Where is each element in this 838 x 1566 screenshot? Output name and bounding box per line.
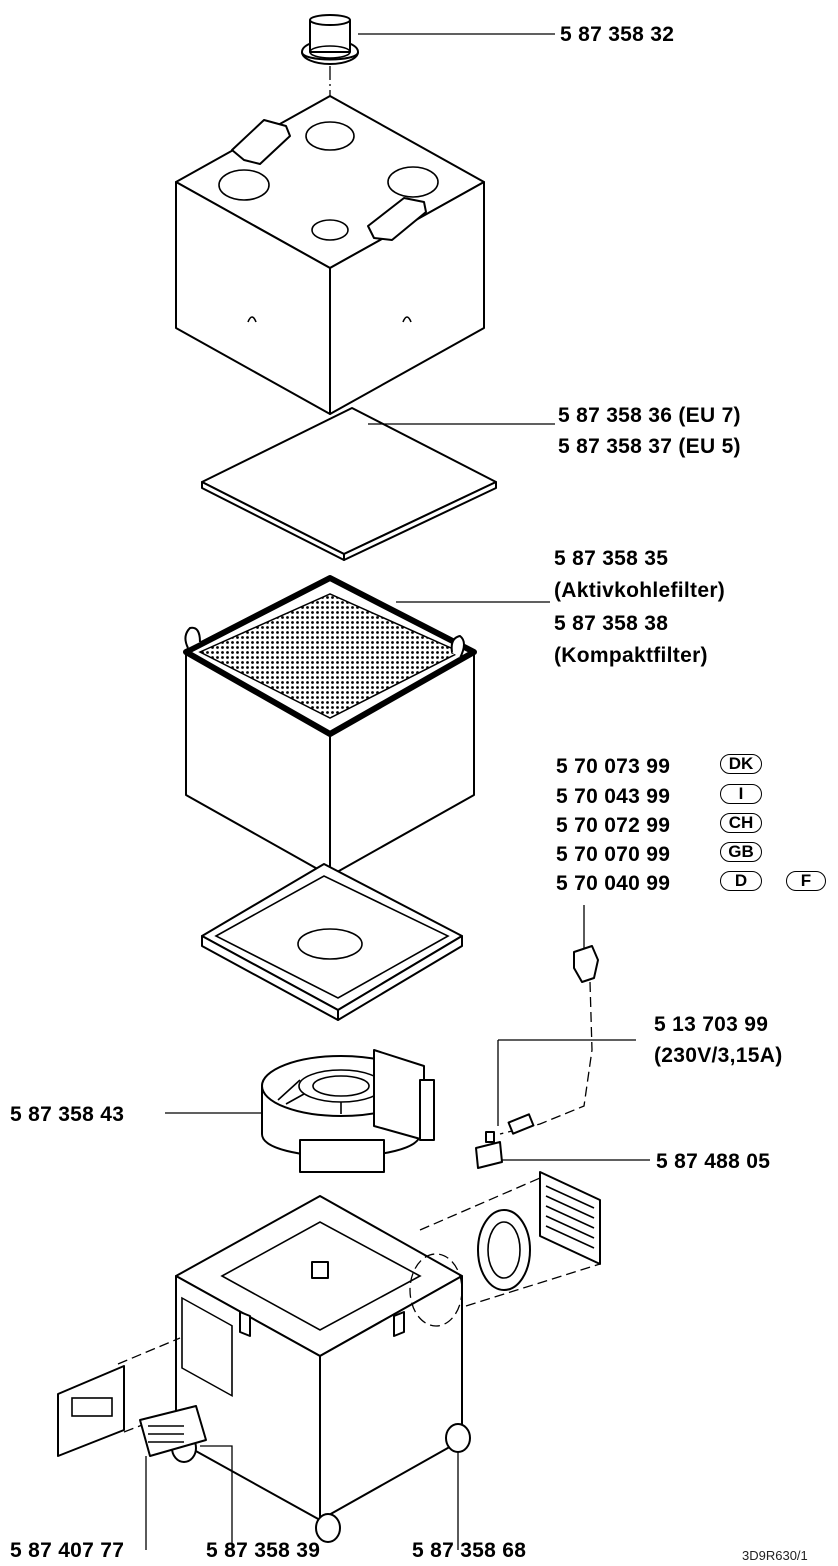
exhaust-grille-drawing xyxy=(409,1171,601,1327)
label-cable-spec: (230V/3,15A) xyxy=(654,1044,783,1067)
label-plug-number: 5 70 043 99 xyxy=(556,785,671,808)
main-filter-drawing xyxy=(183,575,477,877)
fan-unit-drawing xyxy=(261,1049,435,1173)
country-badge: I xyxy=(720,784,762,804)
switch-drawing xyxy=(475,1131,503,1169)
label-castor: 5 87 358 68 xyxy=(412,1539,527,1562)
country-badge: F xyxy=(786,871,826,891)
label-prefilter-eu5: 5 87 358 37 (EU 5) xyxy=(558,435,741,458)
duct-adapter-drawing xyxy=(301,14,359,65)
label-filter-a-name: (Aktivkohlefilter) xyxy=(554,579,726,602)
label-filter-b-name: (Kompaktfilter) xyxy=(554,644,708,667)
country-badge: CH xyxy=(720,813,762,833)
label-prefilter-eu7: 5 87 358 36 (EU 7) xyxy=(558,404,741,427)
label-electronics: 5 87 358 39 xyxy=(206,1539,321,1562)
label-filter-b-number: 5 87 358 38 xyxy=(554,612,669,635)
label-filter-a-number: 5 87 358 35 xyxy=(554,547,669,570)
prefilter-plate-drawing xyxy=(201,407,497,561)
cable-plug-drawing xyxy=(497,905,636,1135)
top-cover-drawing xyxy=(175,95,485,415)
castor-back-right xyxy=(445,1423,471,1453)
label-duct-adapter: 5 87 358 32 xyxy=(560,23,675,46)
label-plug-number: 5 70 072 99 xyxy=(556,814,671,837)
label-switch: 5 87 488 05 xyxy=(656,1150,771,1173)
label-plug-number: 5 70 070 99 xyxy=(556,843,671,866)
label-fan-unit: 5 87 358 43 xyxy=(10,1103,125,1126)
label-plug-number: 5 70 040 99 xyxy=(556,872,671,895)
label-cable: 5 13 703 99 xyxy=(654,1013,769,1036)
base-housing-drawing xyxy=(171,1195,471,1550)
country-badge: GB xyxy=(720,842,762,862)
label-plug-number: 5 70 073 99 xyxy=(556,755,671,778)
drawing-reference: 3D9R630/1 xyxy=(742,1548,808,1563)
country-badge: D xyxy=(720,871,762,891)
label-control-panel: 5 87 407 77 xyxy=(10,1539,125,1562)
castor-front-right xyxy=(315,1513,341,1543)
control-panel-drawing xyxy=(57,1337,233,1550)
filter-tray-drawing xyxy=(201,863,463,1021)
country-badge: DK xyxy=(720,754,762,774)
